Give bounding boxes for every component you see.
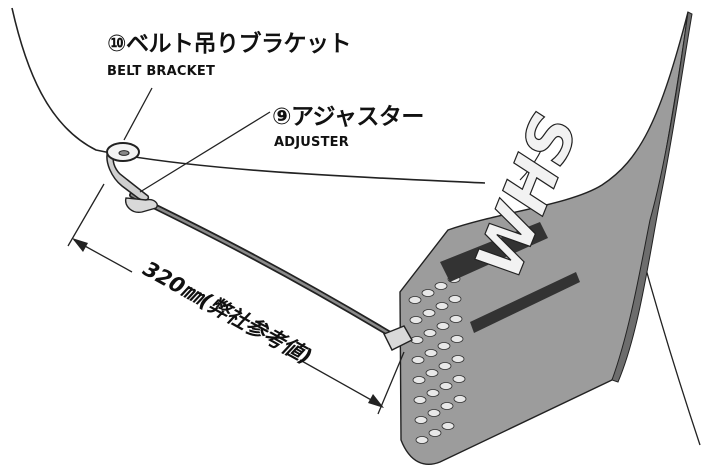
flap-clip: [383, 325, 413, 351]
leader-line-adjuster: [139, 111, 271, 193]
flap-thickness: [611, 11, 693, 383]
belt-bracket-hole: [118, 150, 130, 156]
dimension-line-right: [299, 359, 383, 407]
flap-text-strip: [440, 222, 548, 282]
dimension-arrow-left: [72, 238, 88, 252]
belt-bracket-label-en: BELT BRACKET: [107, 64, 216, 79]
adjuster-label-jp: ⑨アジャスター: [272, 104, 424, 130]
belt-bracket-label-jp: ⑩ベルト吊りブラケット: [107, 31, 351, 57]
flap-text-strip-2: [470, 272, 580, 333]
dimension-arrow-right: [368, 394, 384, 408]
dimension-tick-right: [377, 351, 405, 415]
leader-line-belt-bracket: [123, 87, 153, 141]
adjuster-buckle: [125, 197, 158, 213]
fender-edge: [519, 131, 549, 181]
flap-hole-grid: [408, 275, 467, 444]
adjuster-label-en: ADJUSTER: [274, 135, 349, 150]
dimension-tick-left: [67, 183, 105, 247]
